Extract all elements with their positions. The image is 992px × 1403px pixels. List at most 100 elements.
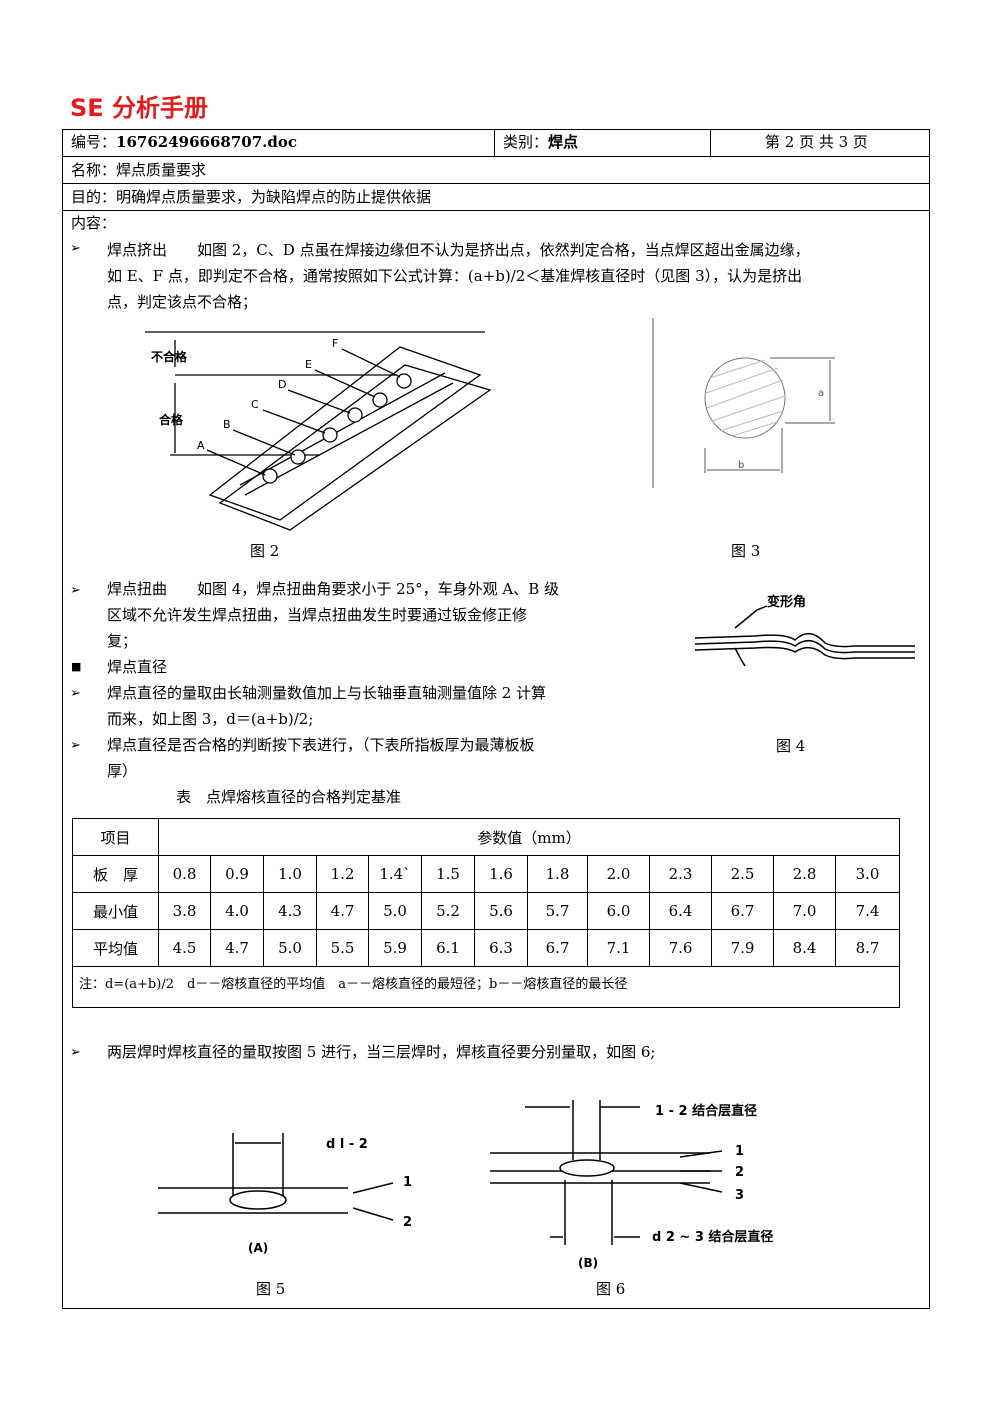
table-note: 注：d=(a+b)/2 d－－熔核直径的平均值 a－－熔核直径的最短径；b－－熔… (71, 966, 901, 1008)
diameter-title: 焊点直径 (107, 658, 168, 676)
layers-text: 两层焊时焊核直径的量取按图 5 进行，当三层焊时，焊核直径要分别量取，如图 6; (107, 1043, 656, 1061)
twist-text-2: 区域不允许发生焊点扭曲，当焊点扭曲发生时要通过钣金修正修 (107, 606, 528, 624)
figure-3-diagram: a b (652, 318, 835, 488)
figure-2-ok-label: 合格 (159, 412, 184, 427)
table-row: 最小值 3.8 4.0 4.3 4.7 5.0 5.2 5.6 5.7 6.0 … (72, 892, 901, 930)
twist-text-1: 焊点扭曲 如图 4，焊点扭曲角要求小于 25°，车身外观 A、B 级 (107, 580, 560, 598)
figure-2-point-d: D (278, 378, 286, 391)
table-cell: 4.7 (210, 929, 264, 967)
figure-2-point-e: E (305, 358, 312, 371)
table-cell: 6.3 (474, 929, 528, 967)
figure-4-caption: 图 4 (776, 737, 806, 755)
judge-text-2: 厚） (107, 762, 138, 780)
row-label: 平均值 (72, 929, 159, 967)
number-label: 编号： (71, 133, 117, 151)
table-cell: 1.8 (527, 855, 588, 893)
figure-5-label-2: 2 (403, 1215, 412, 1230)
arrow-bullet-icon: ➢ (70, 686, 81, 701)
table-cell: 5.5 (316, 929, 369, 967)
figure-6-label-3: 3 (735, 1188, 744, 1203)
diameter-text-2: 而来，如上图 3，d＝(a+b)/2; (107, 710, 314, 728)
table-cell: 5.6 (474, 892, 528, 930)
table-cell: 0.9 (210, 855, 264, 893)
figure-6-sub: (B) (578, 1256, 598, 1270)
table-cell: 2.5 (711, 855, 774, 893)
row-label: 最小值 (72, 892, 159, 930)
table-cell: 5.2 (421, 892, 475, 930)
table-cell: 0.8 (158, 855, 211, 893)
number-value: 16762496668707.doc (116, 133, 297, 151)
table-cell: 8.4 (773, 929, 836, 967)
twist-text-3: 复； (107, 632, 138, 650)
table-cell: 5.9 (368, 929, 422, 967)
figure-2-point-a: A (197, 439, 205, 452)
table-cell: 5.0 (368, 892, 422, 930)
table-cell: 4.0 (210, 892, 264, 930)
figure-6-label-top: 1 - 2 结合层直径 (655, 1103, 757, 1119)
figure-2-caption: 图 2 (250, 542, 280, 560)
table-cell: 4.7 (316, 892, 369, 930)
figure-2-point-b: B (223, 418, 231, 431)
figure-4-label: 变形角 (767, 594, 806, 610)
table-cell: 2.8 (773, 855, 836, 893)
row-label: 板 厚 (72, 855, 159, 893)
figure-6-label-2: 2 (735, 1165, 744, 1180)
table-cell: 1.0 (263, 855, 317, 893)
figure-5-label-d: d l - 2 (326, 1137, 368, 1152)
table-cell: 4.5 (158, 929, 211, 967)
name-value: 焊点质量要求 (116, 161, 207, 179)
table-row: 板 厚 0.8 0.9 1.0 1.2 1.4` 1.5 1.6 1.8 2.0… (72, 855, 901, 893)
category-label: 类别： (503, 133, 549, 151)
page-info: 第 2 页 共 3 页 (765, 133, 868, 151)
figure-2-diagram: 不合格 合格 A B C D E F (145, 331, 492, 531)
table-cell: 6.4 (649, 892, 712, 930)
table-cell: 6.7 (711, 892, 774, 930)
arrow-bullet-icon: ➢ (70, 583, 81, 598)
figure-3-label-b: b (738, 460, 744, 471)
arrow-bullet-icon: ➢ (70, 241, 81, 256)
table-cell: 1.2 (316, 855, 369, 893)
figure-5-label-1: 1 (403, 1175, 412, 1190)
figure-3-label-a: a (818, 388, 824, 399)
figure-2-point-f: F (332, 337, 338, 350)
table-cell: 7.4 (834, 892, 901, 930)
table-cell: 7.9 (711, 929, 774, 967)
table-header-item: 项目 (72, 818, 159, 856)
content-label: 内容： (71, 214, 117, 232)
judge-text-1: 焊点直径是否合格的判断按下表进行，（下表所指板厚为最薄板板 (107, 736, 535, 754)
table-cell: 3.8 (158, 892, 211, 930)
name-label: 名称： (71, 161, 117, 179)
table-cell: 6.1 (421, 929, 475, 967)
table-cell: 1.5 (421, 855, 475, 893)
document-title: SE 分析手册 (70, 94, 209, 122)
purpose-value: 明确焊点质量要求，为缺陷焊点的防止提供依据 (116, 188, 432, 206)
figure-6-caption: 图 6 (596, 1280, 626, 1298)
table-cell: 2.3 (649, 855, 712, 893)
figure-3-caption: 图 3 (731, 542, 761, 560)
extrusion-text-2: 如 E、F 点，即判定不合格，通常按照如下公式计算：(a+b)/2＜基准焊核直径… (107, 267, 803, 285)
table-cell: 4.3 (263, 892, 317, 930)
figure-5-caption: 图 5 (256, 1280, 286, 1298)
table-cell: 7.0 (773, 892, 836, 930)
purpose-label: 目的： (71, 188, 117, 206)
header-row-name: 名称：焊点质量要求 (62, 157, 930, 184)
table-cell: 7.1 (587, 929, 650, 967)
figure-6-diagram: 1 - 2 结合层直径 1 2 3 d 2 ~ 3 结合层直径 (B) (490, 1100, 773, 1270)
table-caption: 表 点焊熔核直径的合格判定基准 (176, 788, 402, 806)
table-cell: 5.7 (527, 892, 588, 930)
weld-diameter-table: 项目 参数值（mm） 板 厚 0.8 0.9 1.0 1.2 1.4` 1.5 … (71, 818, 901, 1008)
figure-2-point-c: C (251, 398, 259, 411)
table-header-param: 参数值（mm） (157, 818, 901, 856)
extrusion-text-1: 焊点挤出 如图 2，C、D 点虽在焊接边缘但不认为是挤出点，依然判定合格，当点焊… (107, 241, 810, 259)
table-cell: 7.6 (649, 929, 712, 967)
table-cell: 8.7 (834, 929, 901, 967)
table-cell: 1.6 (474, 855, 528, 893)
table-cell: 5.0 (263, 929, 317, 967)
square-bullet-icon: ■ (71, 660, 82, 673)
figure-2-ng-label: 不合格 (151, 349, 188, 364)
figure-6-label-1: 1 (735, 1144, 744, 1159)
table-cell: 2.0 (587, 855, 650, 893)
figure-5-sub: (A) (248, 1241, 268, 1255)
arrow-bullet-icon: ➢ (70, 738, 81, 753)
table-row: 平均值 4.5 4.7 5.0 5.5 5.9 6.1 6.3 6.7 7.1 … (72, 929, 901, 967)
